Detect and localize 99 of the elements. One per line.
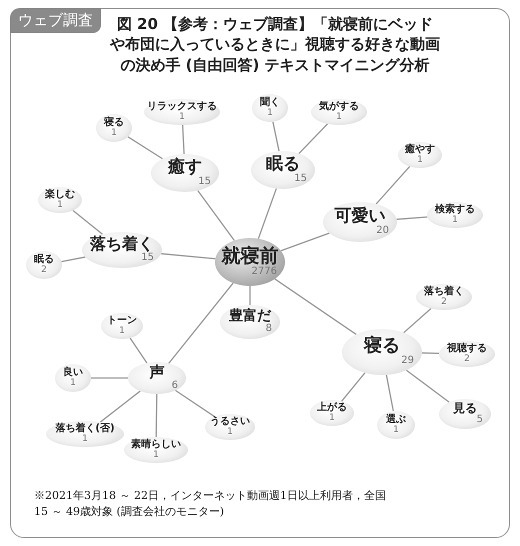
connector-line: [72, 210, 103, 235]
frequency-count: 1: [119, 326, 125, 336]
frequency-count: 1: [70, 378, 76, 388]
connector-line: [161, 253, 216, 260]
word-label: 寝る: [364, 337, 400, 356]
word-label: 眠る: [266, 156, 300, 174]
word-label: リラックスする: [147, 102, 217, 112]
connector-line: [396, 216, 428, 220]
frequency-count: 29: [401, 356, 414, 367]
word-bubble: [377, 411, 415, 439]
connector-line: [100, 390, 141, 423]
connector-line: [274, 278, 357, 335]
word-label: 眠る: [34, 255, 54, 266]
word-label: 寝る: [104, 118, 124, 128]
connector-line: [182, 124, 185, 154]
frequency-count: 20: [376, 226, 389, 236]
word-bubble: [310, 400, 354, 426]
word-label: 落ち着く: [424, 287, 464, 298]
word-bubble: [215, 238, 285, 286]
word-label: 気がする: [319, 102, 359, 112]
frequency-count: 2: [41, 266, 47, 275]
frequency-count: 1: [329, 414, 335, 423]
footnote: ※2021年3月18 ～ 22日，インターネット動画週1日以上利用者，全国15 ～ 49歳対象 (調査会社のモニター): [34, 488, 387, 520]
connector-line: [61, 256, 86, 262]
frequency-count: 1: [111, 128, 117, 138]
frequency-count: 2: [441, 298, 447, 307]
word-bubble: [46, 421, 124, 447]
connector-line: [280, 232, 330, 252]
word-bubble: [311, 99, 367, 125]
word-label: 聞く: [260, 98, 280, 108]
word-bubble: [205, 414, 255, 440]
frequency-count: 6: [172, 380, 178, 392]
connector-line: [406, 370, 450, 403]
word-label: 検索する: [435, 205, 475, 216]
frequency-count: 1: [452, 216, 458, 225]
connector-line: [168, 282, 234, 364]
connector-line: [403, 308, 432, 334]
word-bubble: [55, 364, 91, 392]
frequency-count: 15: [294, 174, 307, 184]
word-label: 癒す: [168, 158, 202, 177]
word-label: うるさい: [210, 417, 250, 428]
frequency-count: 2776: [252, 266, 277, 278]
word-bubble: [124, 437, 188, 463]
frequency-count: 1: [82, 434, 88, 444]
connector-line: [249, 286, 251, 305]
word-bubble: [439, 399, 491, 429]
word-label: 声: [150, 364, 164, 381]
frequency-count: 1: [267, 108, 273, 118]
connector-line: [130, 338, 148, 364]
category-tab: ウェブ調査: [10, 8, 101, 33]
frequency-count: 5: [476, 415, 483, 426]
connector-line: [376, 166, 410, 204]
connector-line: [258, 188, 277, 239]
word-label: 良い: [63, 368, 83, 378]
connector-line: [128, 136, 163, 160]
word-label: 豊富だ: [229, 309, 271, 324]
word-bubble: [439, 341, 495, 367]
connector-line: [197, 190, 235, 241]
frequency-count: 1: [336, 112, 342, 122]
frequency-count: 15: [198, 176, 211, 188]
word-label: 落ち着く(否): [55, 424, 115, 434]
word-bubble: [398, 142, 442, 168]
word-bubble: [323, 202, 397, 242]
word-label: 癒やす: [405, 145, 435, 156]
connector-line: [298, 123, 328, 154]
connector-line: [272, 122, 280, 152]
word-bubble: [101, 313, 143, 339]
word-label: 上がる: [317, 403, 347, 414]
frequency-count: 8: [266, 324, 272, 335]
connector-line: [386, 374, 394, 412]
connector-line: [156, 394, 158, 437]
word-label: 視聴する: [447, 344, 487, 354]
word-bubble: [252, 94, 288, 122]
frequency-count: 1: [153, 450, 159, 460]
word-bubble: [416, 284, 472, 310]
connector-line: [341, 372, 366, 402]
frequency-count: 1: [227, 428, 233, 437]
word-label: 選ぶ: [386, 415, 406, 426]
frequency-count: 15: [141, 253, 154, 264]
word-bubble: [96, 114, 132, 142]
word-label: 素晴らしい: [131, 440, 181, 450]
word-bubble: [38, 187, 82, 213]
connector-line: [91, 377, 128, 379]
frequency-count: 2: [464, 354, 470, 364]
word-bubble: [427, 202, 483, 228]
word-label: 見る: [453, 402, 477, 416]
frequency-count: 1: [393, 426, 399, 435]
frequency-count: 1: [179, 112, 185, 122]
word-label: 落ち着く: [90, 236, 154, 254]
frequency-count: 1: [57, 200, 63, 210]
word-label: トーン: [107, 316, 137, 326]
word-label: 可愛い: [334, 208, 386, 226]
word-bubble: [26, 251, 62, 279]
word-label: 就寝前: [222, 246, 278, 267]
title: 図 20 【参考：ウェブ調査】「就寝前にベッドや布団に入っているときに」視聴する好きな動画の決め手 (自由回答) テキストマイニング分析: [110, 14, 440, 75]
connector-line: [422, 352, 440, 354]
word-label: 楽しむ: [45, 190, 75, 200]
frequency-count: 1: [417, 156, 423, 165]
connector-line: [175, 390, 216, 418]
